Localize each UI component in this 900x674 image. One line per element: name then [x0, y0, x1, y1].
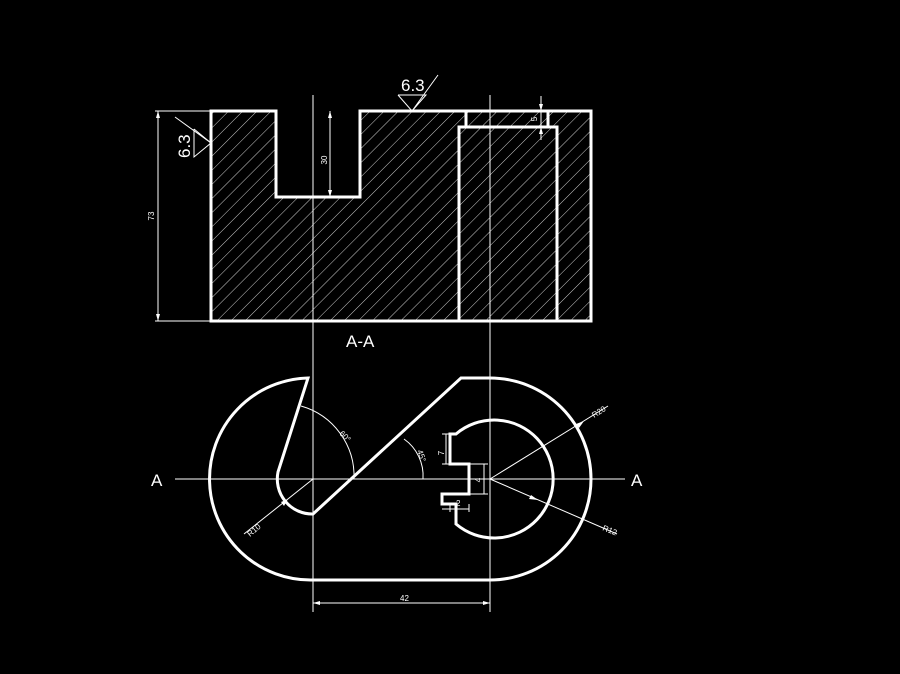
dim-angle-60: 60° [300, 405, 355, 480]
dim-r12: R12 [489, 478, 619, 538]
dim-r20-label: R20 [590, 404, 608, 420]
roughness-top-label: 6.3 [401, 76, 425, 95]
dim-center-distance: 42 [313, 594, 490, 605]
section-mark-left: A [151, 471, 163, 490]
dim-slot-depth: 30 [320, 111, 332, 197]
dim-step-label: 5 [530, 116, 539, 121]
section-label: A-A [346, 332, 375, 351]
section-hatching [211, 111, 591, 321]
dim-notch-2: 2 [442, 499, 470, 512]
plan-outline [208, 376, 593, 582]
roughness-left-label: 6.3 [175, 134, 194, 158]
dim-center-distance-label: 42 [400, 594, 409, 603]
dim-angle-45-label: 45° [415, 449, 428, 463]
dim-notch-7: 7 [437, 433, 450, 465]
dim-step: 5 [530, 96, 558, 140]
dim-slot-depth-label: 30 [320, 155, 329, 164]
dim-r12-label: R12 [601, 524, 618, 538]
section-view [209, 109, 593, 323]
roughness-symbol-top: 6.3 [397, 74, 439, 112]
dim-r10-label: R10 [246, 522, 263, 539]
section-hole-outline [457, 125, 559, 321]
dim-angle-45: 45° [403, 438, 428, 480]
dim-notch-2-label: 2 [456, 499, 461, 508]
section-outline [209, 109, 593, 323]
roughness-symbol-left: 6.3 [174, 116, 212, 159]
dim-angle-60-label: 60° [338, 429, 353, 444]
dim-notch-4-label: 4 [474, 477, 483, 482]
dim-notch-7-label: 7 [437, 450, 446, 455]
dim-notch-4: 4 [469, 463, 488, 495]
dim-height-label: 73 [147, 211, 156, 220]
dim-height: 73 [147, 110, 211, 322]
section-mark-right: A [631, 471, 643, 490]
